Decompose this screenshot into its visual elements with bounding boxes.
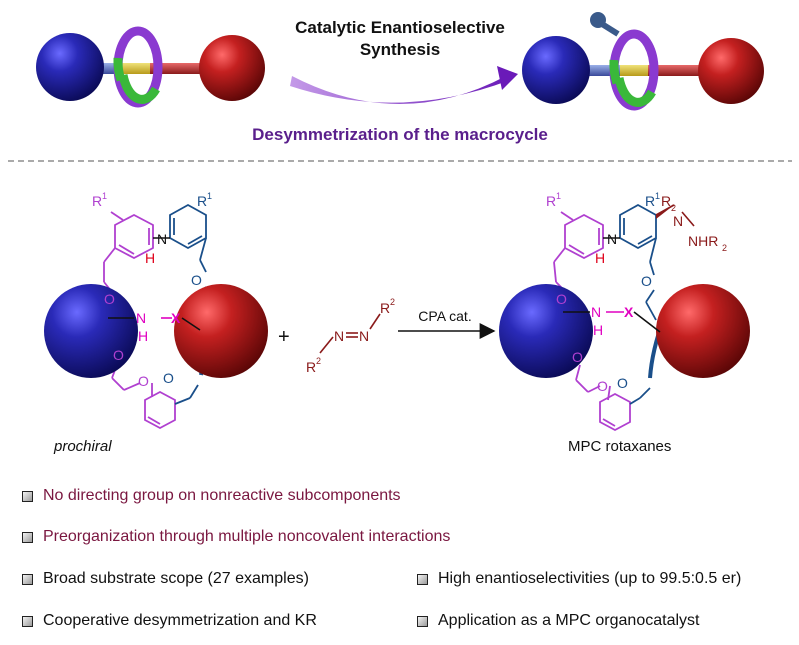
- atom-r2: R: [380, 300, 390, 316]
- bullet-item: No directing group on nonreactive subcom…: [22, 487, 401, 505]
- atom-o: O: [163, 370, 174, 386]
- atom-r1: R: [546, 193, 556, 209]
- mpc-rotaxane-product: R 1 R 1 R 2 N NHR 2 N H O O O O O N H X …: [499, 191, 750, 455]
- atom-r1-b-sup: 1: [207, 191, 212, 201]
- checkbox-square-icon: [417, 573, 428, 585]
- atom-r1-b: R: [197, 193, 207, 209]
- atom-o: O: [617, 375, 628, 391]
- prochiral-rotaxane: R 1 R 1 N H O O O O O N H X prochiral: [44, 191, 268, 455]
- atom-o: O: [597, 378, 608, 394]
- atom-r2: R: [306, 359, 316, 375]
- atom-r2-sub: 2: [671, 203, 676, 213]
- checkbox-square-icon: [22, 490, 33, 502]
- rotaxane-cartoon-right: [522, 12, 764, 111]
- substituent-ball: [590, 12, 606, 28]
- bullet-item: Preorganization through multiple noncova…: [22, 528, 450, 546]
- bullet-text: No directing group on nonreactive subcom…: [43, 487, 401, 504]
- bullet-text: Application as a MPC organocatalyst: [438, 612, 700, 629]
- checkbox-square-icon: [22, 531, 33, 543]
- checkbox-square-icon: [22, 615, 33, 627]
- atom-r1-sup: 1: [102, 191, 107, 201]
- stopper-blue: [36, 33, 104, 101]
- bullet-text: Cooperative desymmetrization and KR: [43, 612, 317, 629]
- header-title-line2: Synthesis: [360, 40, 440, 59]
- stopper-blue: [499, 284, 593, 378]
- bullet-text: Broad substrate scope (27 examples): [43, 570, 309, 587]
- atom-nh-n: N: [607, 231, 617, 247]
- atom-nh-n: N: [157, 231, 167, 247]
- atom-nh-h: H: [595, 250, 605, 266]
- checkbox-square-icon: [417, 615, 428, 627]
- atom-o: O: [113, 347, 124, 363]
- mpc-rotaxanes-label: MPC rotaxanes: [568, 438, 671, 455]
- atom-o: O: [104, 291, 115, 307]
- header-subtitle: Desymmetrization of the macrocycle: [252, 125, 548, 144]
- atom-r1-sup: 1: [556, 191, 561, 201]
- stopper-blue: [44, 284, 138, 378]
- atom-r1: R: [645, 193, 655, 209]
- atom-n: N: [359, 328, 369, 344]
- atom-nh-n: N: [591, 304, 601, 320]
- stopper-blue: [522, 36, 590, 104]
- curved-arrow-icon: [290, 66, 518, 104]
- atom-nhr2: NHR: [688, 233, 718, 249]
- bullet-item: Broad substrate scope (27 examples): [22, 570, 309, 588]
- atom-o: O: [191, 272, 202, 288]
- checkbox-square-icon: [22, 573, 33, 585]
- atom-nh-h: H: [593, 322, 603, 338]
- atom-nh-h: H: [138, 328, 148, 344]
- atom-r2-sup: 2: [390, 297, 395, 307]
- atom-n: N: [334, 328, 344, 344]
- stopper-red: [199, 35, 265, 101]
- atom-nh-h: H: [145, 250, 155, 266]
- rotaxane-cartoon-left: [36, 26, 265, 108]
- stopper-red: [656, 284, 750, 378]
- atom-x: X: [171, 310, 181, 326]
- catalyst-label: CPA cat.: [418, 308, 471, 324]
- bullet-text: High enantioselectivities (up to 99.5:0.…: [438, 570, 742, 587]
- atom-nh-n: N: [136, 310, 146, 326]
- bullet-text: Preorganization through multiple noncova…: [43, 528, 451, 545]
- bullet-item: High enantioselectivities (up to 99.5:0.…: [417, 570, 741, 588]
- stopper-red: [698, 38, 764, 104]
- atom-o: O: [138, 373, 149, 389]
- bullet-item: Application as a MPC organocatalyst: [417, 612, 699, 630]
- atom-o: O: [572, 349, 583, 365]
- plus-sign: +: [278, 326, 290, 348]
- azo-reagent: R 2 N N R 2: [306, 297, 395, 375]
- stopper-red: [174, 284, 268, 378]
- header-title-line1: Catalytic Enantioselective: [295, 18, 505, 37]
- atom-r2: R: [661, 193, 671, 209]
- atom-r1: R: [92, 193, 102, 209]
- atom-nhr2-sub: 2: [722, 243, 727, 253]
- prochiral-label: prochiral: [53, 438, 112, 455]
- atom-x: X: [624, 304, 634, 320]
- atom-r1-sup: 1: [655, 191, 660, 201]
- atom-o: O: [556, 291, 567, 307]
- atom-o: O: [641, 273, 652, 289]
- bullet-item: Cooperative desymmetrization and KR: [22, 612, 317, 630]
- atom-r2-sup: 2: [316, 356, 321, 366]
- atom-n: N: [673, 213, 683, 229]
